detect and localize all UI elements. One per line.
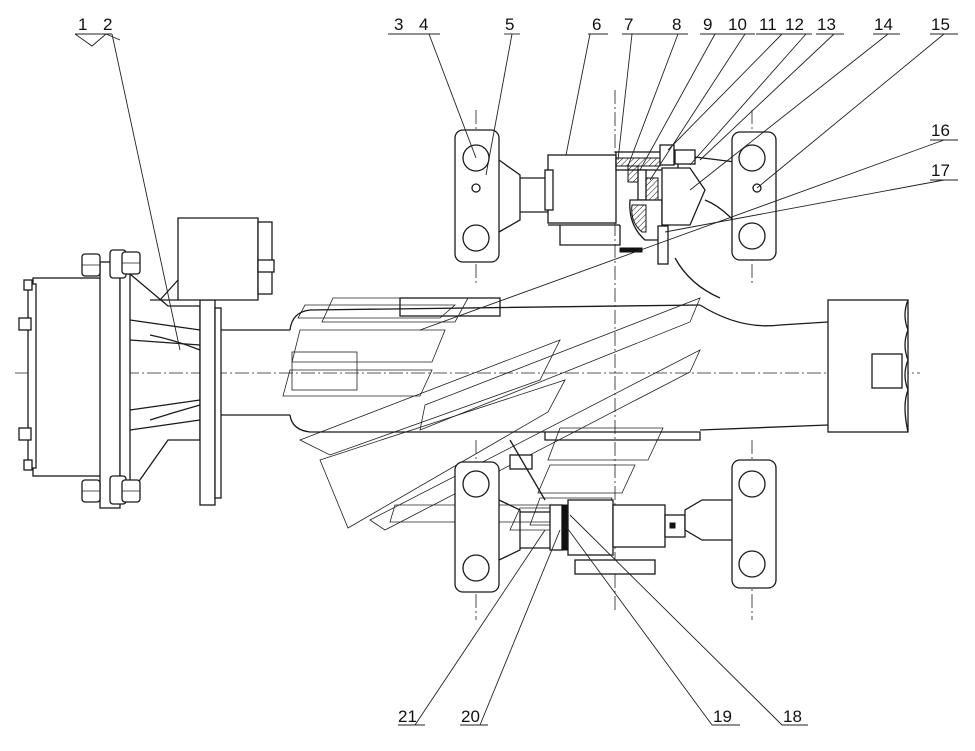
callout-8: 8 bbox=[672, 15, 681, 34]
callout-4: 4 bbox=[419, 15, 428, 34]
callout-16: 16 bbox=[931, 121, 950, 140]
callout-21: 21 bbox=[398, 707, 417, 726]
callout-11: 11 bbox=[759, 15, 777, 34]
axle-housing bbox=[221, 257, 909, 441]
upper-right-link bbox=[731, 131, 777, 261]
callout-14: 14 bbox=[874, 15, 893, 34]
callout-12: 12 bbox=[785, 15, 804, 34]
callout-3: 3 bbox=[394, 15, 403, 34]
left-hub-flange bbox=[18, 261, 222, 509]
callout-10: 10 bbox=[728, 15, 747, 34]
kingpin-lower bbox=[509, 439, 741, 575]
upper-left-link bbox=[454, 129, 548, 263]
callout-18: 18 bbox=[783, 707, 802, 726]
lower-right-link bbox=[731, 459, 777, 589]
callout-2: 2 bbox=[103, 15, 112, 34]
motor-box bbox=[150, 217, 275, 301]
callouts: 1 2 3 4 5 6 7 8 9 10 11 12 bbox=[74, 15, 958, 726]
callout-17: 17 bbox=[931, 161, 950, 180]
flange-bolts bbox=[81, 249, 141, 505]
callout-13: 13 bbox=[817, 15, 836, 34]
callout-1: 1 bbox=[78, 15, 87, 34]
callout-5: 5 bbox=[505, 15, 514, 34]
callout-19: 19 bbox=[713, 707, 732, 726]
callout-15: 15 bbox=[931, 15, 950, 34]
callout-6: 6 bbox=[592, 15, 601, 34]
callout-9: 9 bbox=[703, 15, 712, 34]
cylinder-body bbox=[544, 154, 643, 253]
callout-7: 7 bbox=[624, 15, 633, 34]
callout-20: 20 bbox=[461, 707, 480, 726]
lower-left-link bbox=[454, 461, 550, 593]
